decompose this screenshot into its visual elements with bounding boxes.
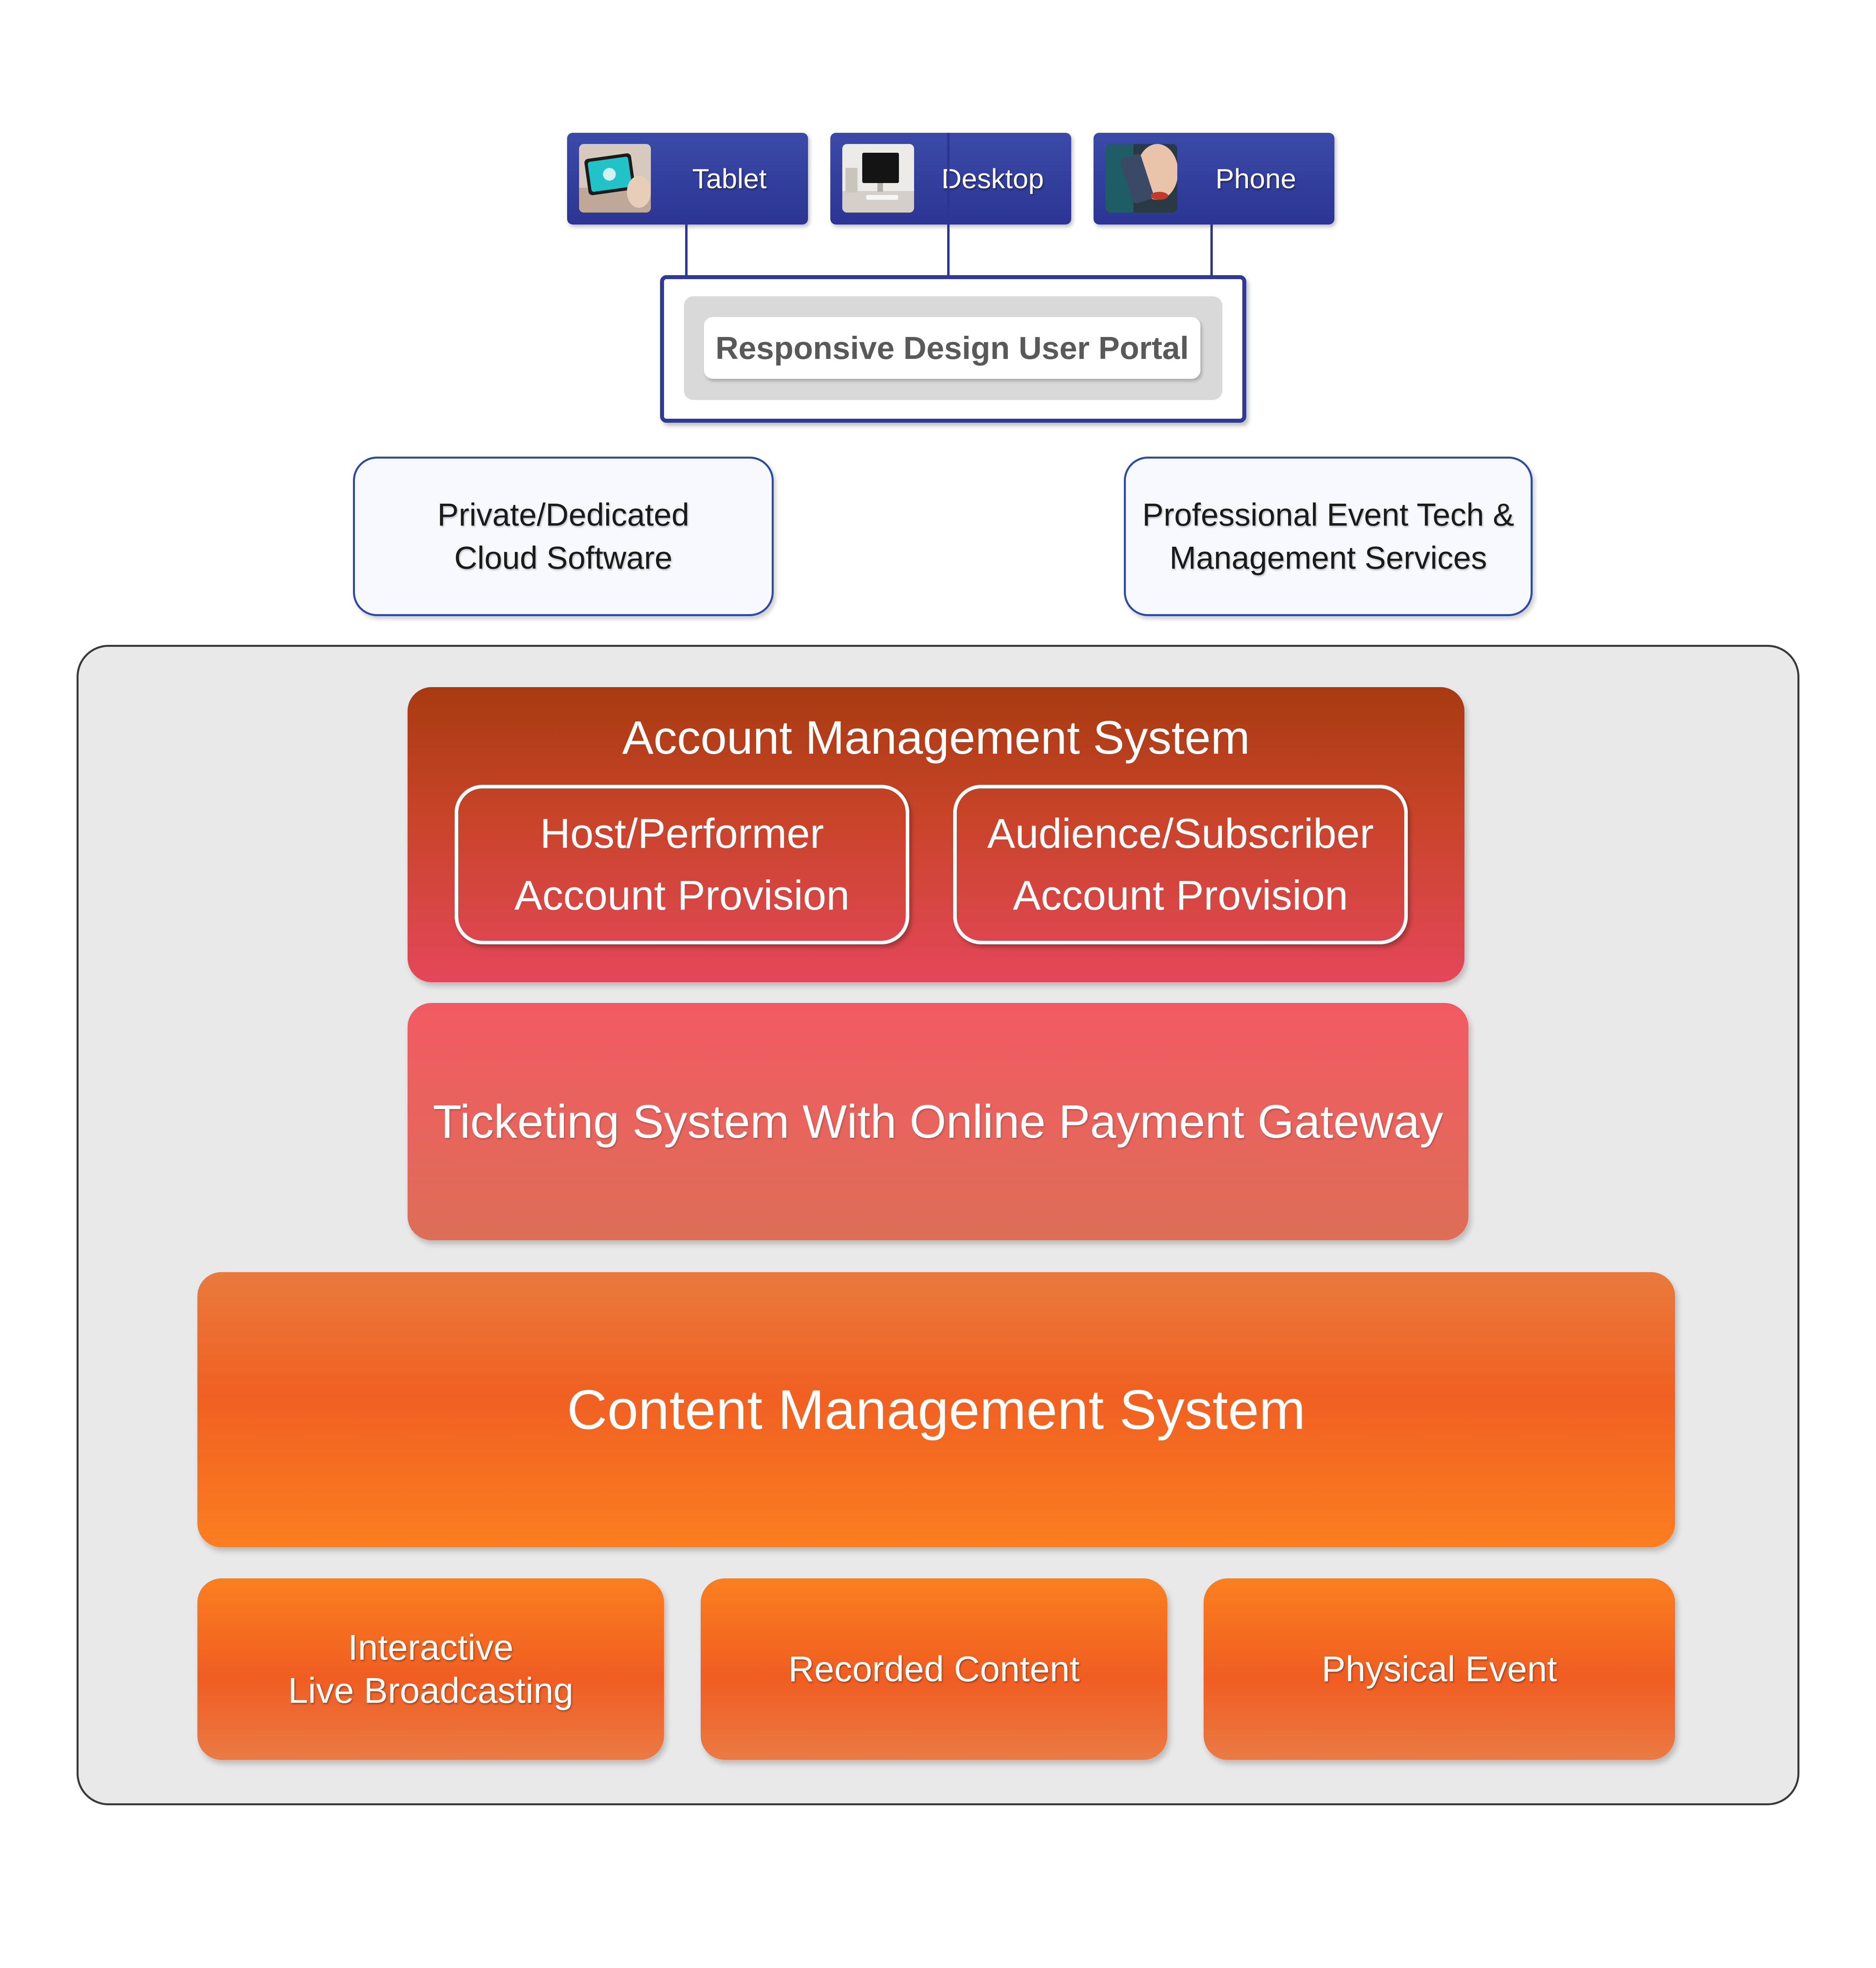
device-tablet: Tablet	[567, 133, 808, 225]
recorded-content-module: Recorded Content	[701, 1578, 1167, 1760]
host-line2: Account Provision	[514, 872, 850, 919]
private-cloud-line1: Private/Dedicated	[437, 497, 690, 532]
audience-line2: Account Provision	[1013, 872, 1348, 919]
connector-line	[1210, 221, 1213, 279]
audience-line1: Audience/Subscriber	[987, 810, 1374, 857]
device-label: Tablet	[692, 163, 767, 194]
event-services-line2: Management Services	[1169, 540, 1487, 575]
private-cloud-line2: Cloud Software	[454, 540, 672, 575]
event-services-line1: Professional Event Tech &	[1142, 497, 1514, 532]
desktop-photo-icon	[842, 144, 914, 213]
content-management-system: Content Management System	[197, 1272, 1675, 1547]
device-label: Desktop	[941, 163, 1044, 194]
connector-line	[947, 133, 950, 279]
account-management-block	[408, 687, 1464, 982]
device-phone: Phone	[1094, 133, 1334, 225]
host-account-provision: Host/Performer Account Provision	[455, 785, 909, 944]
host-line1: Host/Performer	[540, 810, 824, 857]
private-cloud-box: Private/Dedicated Cloud Software	[353, 457, 774, 616]
portal-title: Responsive Design User Portal	[704, 317, 1200, 379]
module-line1: Recorded Content	[788, 1649, 1080, 1689]
phone-photo-icon	[1106, 144, 1177, 213]
module-line1: Interactive	[348, 1627, 514, 1668]
audience-account-provision: Audience/Subscriber Account Provision	[953, 785, 1408, 944]
tablet-photo-icon	[579, 144, 651, 213]
live-broadcasting-module: Interactive Live Broadcasting	[197, 1578, 664, 1760]
ticketing-system: Ticketing System With Online Payment Gat…	[408, 1003, 1468, 1240]
module-line2: Live Broadcasting	[288, 1671, 573, 1711]
connector-line	[685, 221, 688, 279]
account-management-title: Account Management System	[622, 711, 1250, 764]
physical-event-module: Physical Event	[1204, 1578, 1675, 1760]
device-desktop: Desktop	[830, 133, 1071, 225]
device-label: Phone	[1215, 163, 1297, 194]
module-line1: Physical Event	[1321, 1649, 1557, 1689]
event-services-box: Professional Event Tech & Management Ser…	[1124, 457, 1533, 616]
